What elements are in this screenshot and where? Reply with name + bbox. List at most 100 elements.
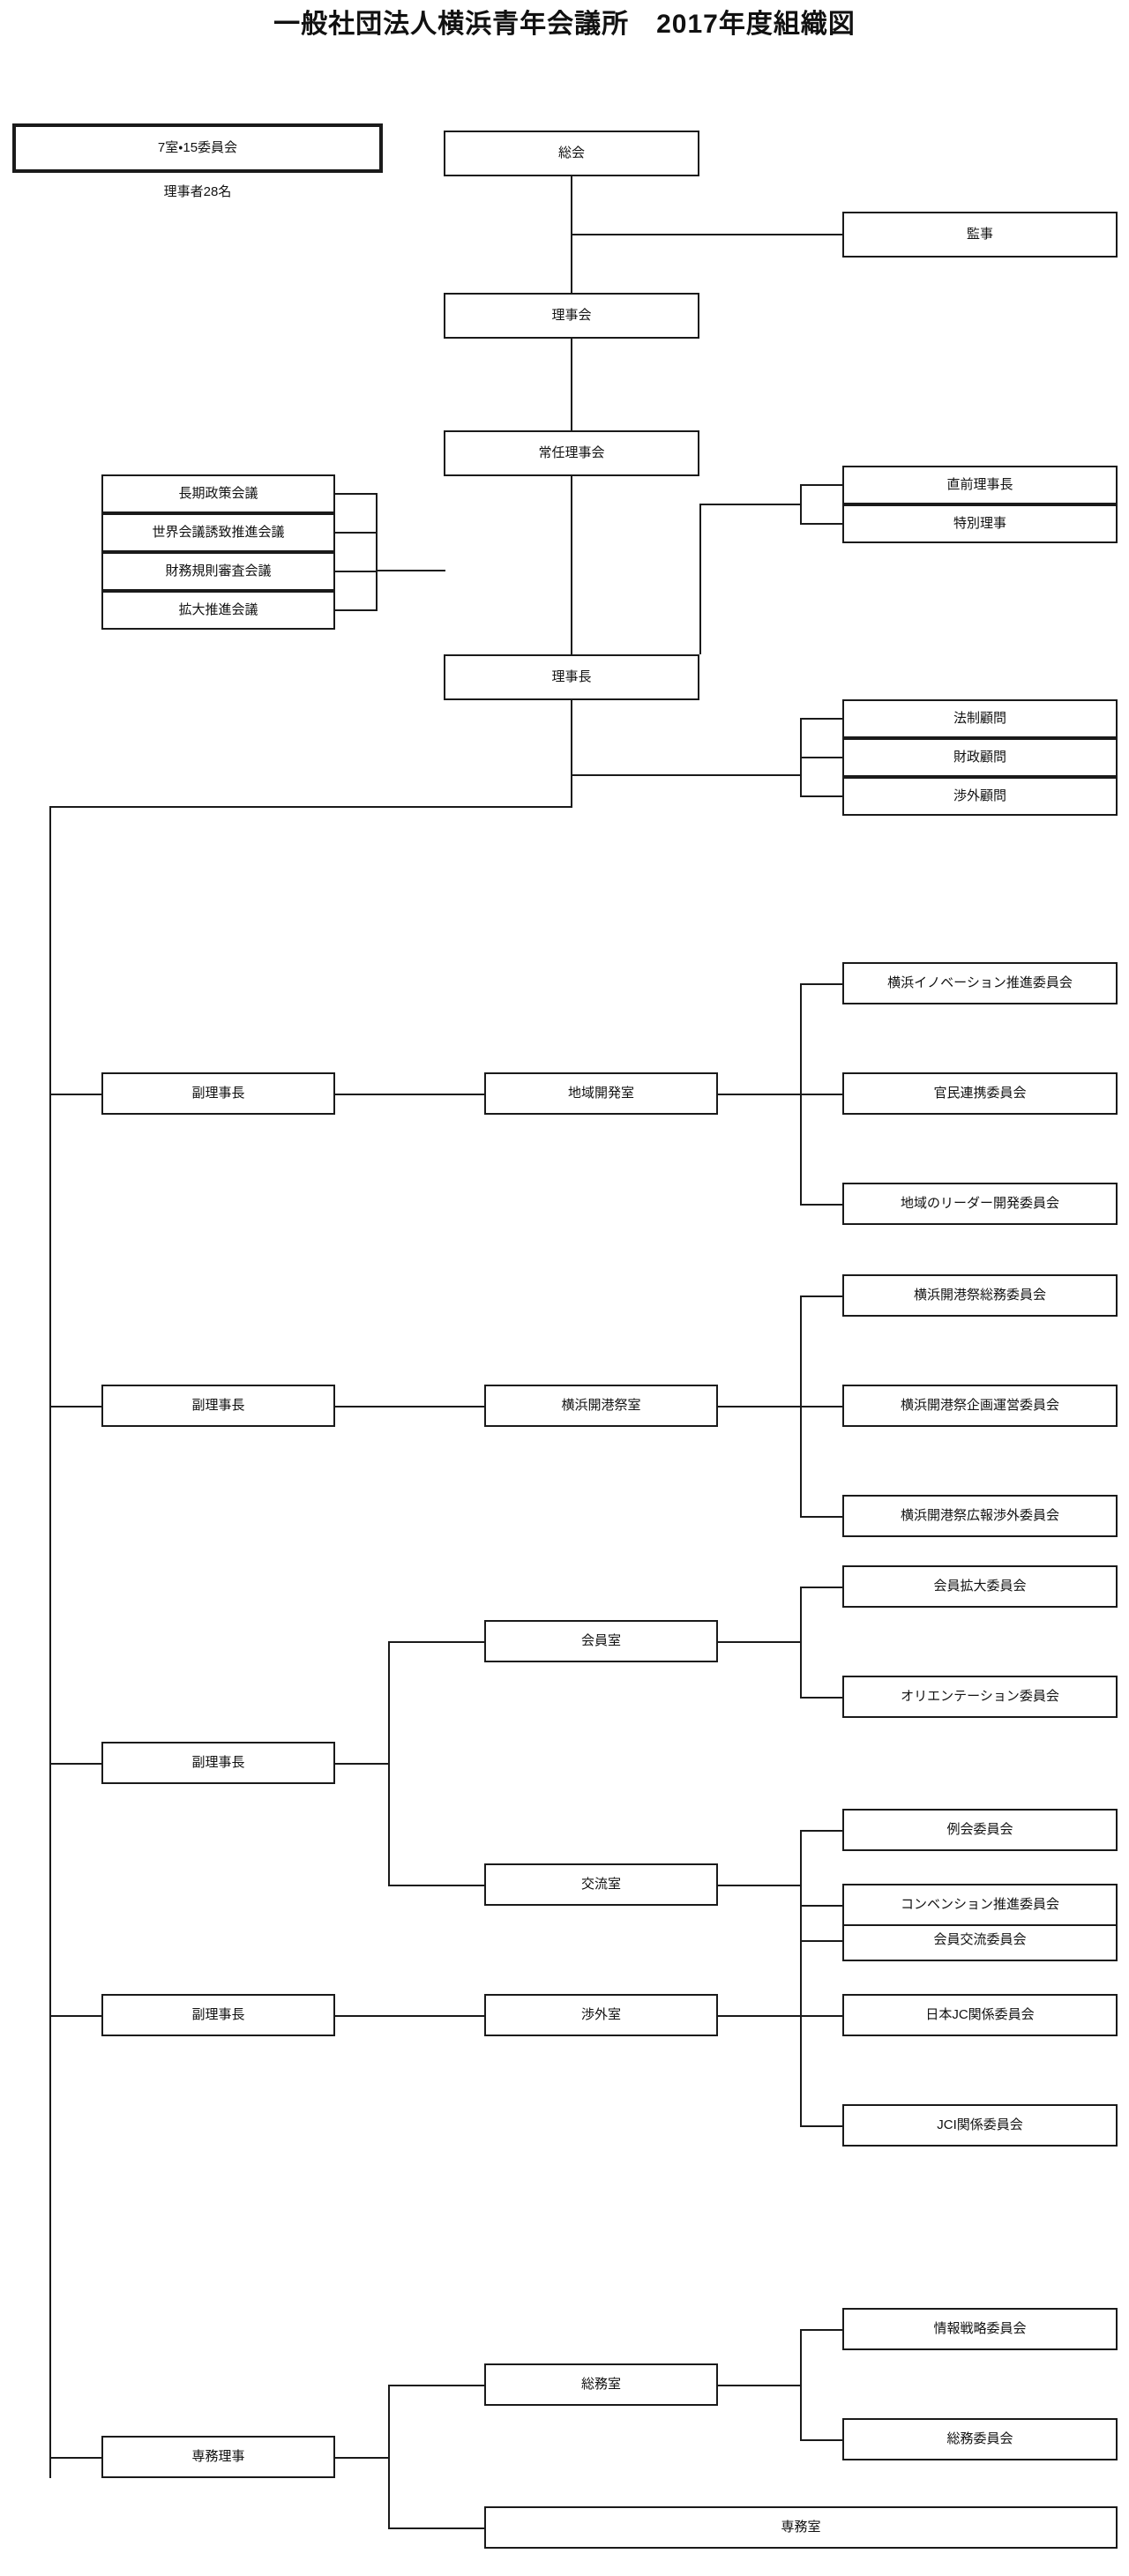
label-special-director-0: 直前理事長 [946,477,1013,493]
line-council-stub-0 [335,493,378,495]
line-spine-top [49,806,572,808]
line-spine-to-officer-4 [49,2457,101,2459]
line-officer-2-bus [388,1641,390,1886]
line-committee-stub-1-0-1 [800,1406,842,1407]
box-council-1: 世界会議誘致推進会議 [101,513,335,552]
line-spine-to-officer-1 [49,1406,101,1407]
box-officer-4: 専務理事 [101,2436,335,2478]
line-committee-stub-4-0-0 [800,2329,842,2331]
line-officer-4-to-room-0 [388,2385,484,2386]
label-room-3-0: 渉外室 [580,2007,621,2023]
box-officer-1: 副理事長 [101,1385,335,1427]
box-room-1-0: 横浜開港祭室 [484,1385,718,1427]
box-auditor: 監事 [842,212,1118,258]
line-main-spine [49,806,51,2478]
line-room-2-1-to-bus [718,1885,800,1886]
label-officer-4: 専務理事 [191,2449,245,2465]
line-council-stub-2 [335,571,378,572]
box-committee-0-0-2: 地域のリーダー開発委員会 [842,1183,1118,1225]
label-committee-3-0-0: コンベンション推進委員会 [900,1897,1059,1913]
box-committee-4-0-1: 総務委員会 [842,2418,1118,2460]
summary-rooms-committees-box: 7室・15委員会 [12,123,383,173]
label-officer-3: 副理事長 [191,2007,245,2023]
line-standing-to-president [571,476,572,654]
label-committee-0-0-2: 地域のリーダー開発委員会 [900,1196,1059,1212]
line-council-bus [376,493,378,611]
label-room-4-1: 専務室 [781,2520,821,2535]
label-committee-1-0-2: 横浜開港祭広報渉外委員会 [900,1508,1059,1524]
line-officer-0-to-room [335,1094,484,1095]
box-room-4-1: 専務室 [484,2506,1118,2549]
label-standing-board: 常任理事会 [538,445,605,461]
line-room-3-0-to-bus [718,2015,800,2017]
line-committee-stub-4-0-1 [800,2439,842,2441]
box-room-2-1: 交流室 [484,1863,718,1906]
line-officer-2-out [335,1763,390,1765]
label-officer-2: 副理事長 [191,1755,245,1771]
line-room-2-1-bus [800,1830,802,1940]
line-spine-to-officer-2 [49,1763,101,1765]
box-officer-3: 副理事長 [101,1994,335,2036]
label-council-3: 拡大推進会議 [178,602,258,618]
line-advisor-stub-0 [800,718,842,720]
label-room-2-1: 交流室 [580,1877,621,1893]
label-general-meeting: 総会 [557,146,585,161]
line-room-0-0-to-bus [718,1094,800,1095]
line-committee-stub-2-1-1 [800,1940,842,1942]
label-committee-0-0-0: 横浜イノベーション推進委員会 [887,975,1073,991]
line-committee-stub-3-0-0 [800,1905,842,1907]
box-committee-0-0-0: 横浜イノベーション推進委員会 [842,962,1118,1004]
line-spine-to-officer-0 [49,1094,101,1095]
label-committee-2-0-0: 会員拡大委員会 [933,1579,1027,1594]
label-committee-3-0-2: JCI関係委員会 [937,2117,1023,2133]
box-committee-1-0-2: 横浜開港祭広報渉外委員会 [842,1495,1118,1537]
box-special-director-1: 特別理事 [842,504,1118,543]
label-officer-0: 副理事長 [191,1086,245,1101]
box-officer-2: 副理事長 [101,1742,335,1784]
line-committee-stub-1-0-2 [800,1516,842,1518]
label-committee-2-0-1: オリエンテーション委員会 [901,1689,1059,1705]
label-board-of-directors: 理事会 [551,308,592,324]
box-room-2-0: 会員室 [484,1620,718,1662]
label-committee-0-0-1: 官民連携委員会 [933,1086,1027,1101]
line-president-trunk [571,700,572,808]
line-general-to-auditor [571,234,844,235]
box-special-director-0: 直前理事長 [842,466,1118,504]
line-room-4-0-bus [800,2329,802,2439]
box-president: 理事長 [444,654,699,700]
label-council-0: 長期政策会議 [178,486,258,502]
label-committee-2-1-0: 例会委員会 [946,1822,1013,1838]
line-council-stub-3 [335,609,378,611]
line-committee-stub-0-0-0 [800,983,842,985]
line-advisor-stub-2 [800,795,842,797]
label-room-1-0: 横浜開港祭室 [561,1398,641,1414]
line-officer-2-to-room-0 [388,1641,484,1643]
label-room-4-0: 総務室 [580,2377,621,2393]
box-council-0: 長期政策会議 [101,474,335,513]
line-president-special-riser [699,504,701,654]
label-president: 理事長 [551,669,592,685]
box-officer-0: 副理事長 [101,1072,335,1115]
line-officer-4-bus [388,2385,390,2529]
label-committee-4-0-1: 総務委員会 [946,2431,1013,2447]
box-advisor-2: 渉外顧問 [842,777,1118,816]
line-board-to-standing [571,339,572,430]
box-committee-2-0-1: オリエンテーション委員会 [842,1676,1118,1718]
line-room-2-0-to-bus [718,1641,800,1643]
line-advisor-stub-1 [800,757,842,758]
line-special-stub-0 [800,484,842,486]
line-room-4-0-to-bus [718,2385,800,2386]
line-president-to-special [699,504,802,505]
box-committee-4-0-0: 情報戦略委員会 [842,2308,1118,2350]
label-auditor: 監事 [966,227,993,243]
box-committee-0-0-1: 官民連携委員会 [842,1072,1118,1115]
line-officer-1-to-room [335,1406,484,1407]
line-special-stub-1 [800,523,842,525]
line-committee-stub-1-0-0 [800,1295,842,1297]
label-advisor-0: 法制顧問 [953,711,1006,727]
line-committee-stub-0-0-2 [800,1204,842,1206]
line-committee-stub-2-0-1 [800,1697,842,1699]
box-committee-3-0-1: 日本JC関係委員会 [842,1994,1118,2036]
line-president-to-advisors [571,774,802,776]
